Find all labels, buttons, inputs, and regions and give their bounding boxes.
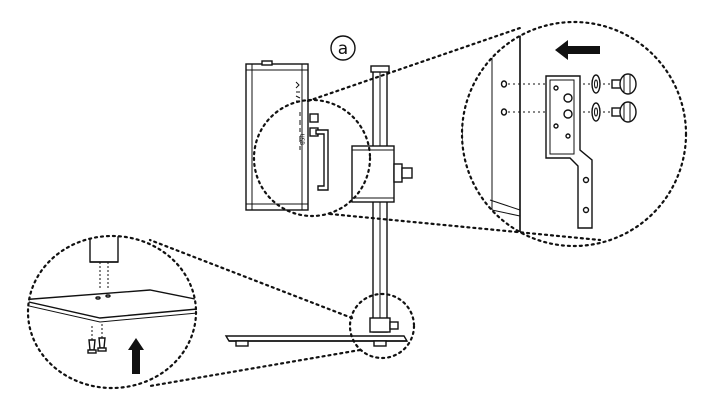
leader-line xyxy=(306,26,522,103)
clamp-knob xyxy=(401,167,413,179)
device-print-label: USB xyxy=(298,134,305,145)
arrow-up-icon xyxy=(128,338,144,374)
leader-line xyxy=(148,348,362,388)
thumb-screw-icon xyxy=(611,73,637,95)
magnified-detail-right xyxy=(462,22,637,246)
main-assembly: USB xyxy=(224,60,413,347)
arrow-left-icon xyxy=(555,40,600,60)
magnifier-circle-left xyxy=(26,234,198,390)
leader-line xyxy=(148,238,354,320)
washer-icon xyxy=(591,74,601,94)
detail-circle-top xyxy=(252,98,372,218)
base-foot xyxy=(373,340,387,347)
detail-circle-bottom xyxy=(348,292,416,360)
screw-hole xyxy=(500,80,508,88)
screw-hole xyxy=(500,108,508,116)
base-plate-detail xyxy=(28,289,196,319)
screw-icon xyxy=(97,324,107,352)
magnified-detail-left xyxy=(28,236,196,374)
bracket-detail xyxy=(545,75,593,229)
base-plate xyxy=(224,335,409,347)
leader-line xyxy=(328,212,602,242)
post-collar xyxy=(369,317,399,333)
thumb-screw-icon xyxy=(611,101,637,123)
step-marker-circle xyxy=(330,35,356,61)
step-marker: a xyxy=(330,35,356,61)
screw-icon xyxy=(87,326,97,354)
l-bracket xyxy=(315,129,329,191)
usb-port xyxy=(309,113,319,123)
clamp-block xyxy=(351,145,413,203)
washer-icon xyxy=(591,102,601,122)
base-foot xyxy=(235,340,249,347)
device-body: USB xyxy=(245,60,319,211)
step-label: a xyxy=(338,39,348,59)
magnifier-circle-right xyxy=(460,20,688,248)
